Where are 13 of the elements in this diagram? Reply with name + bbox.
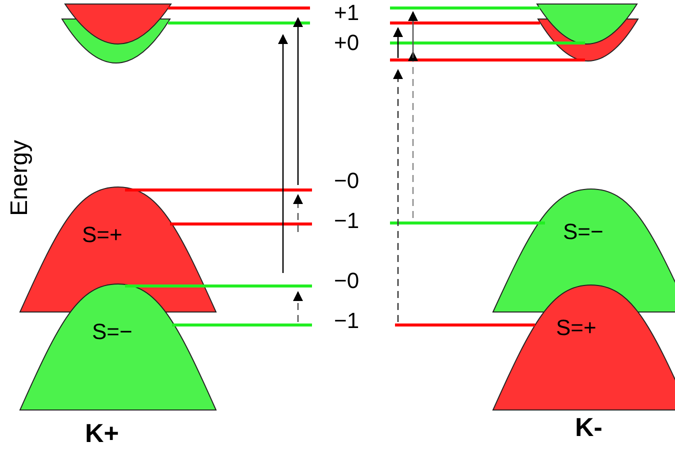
band-label: S=−	[563, 219, 604, 245]
level-label: +0	[334, 30, 360, 56]
axis-label: Energy	[6, 140, 34, 216]
band-label: S=+	[556, 315, 596, 341]
valley-label: K-	[575, 412, 602, 443]
level-label: −1	[334, 208, 360, 234]
level-label: −1	[334, 308, 360, 334]
band-label: S=−	[92, 319, 132, 345]
level-label: −0	[334, 168, 360, 194]
level-label: +1	[334, 0, 360, 26]
band-label: S=+	[82, 222, 122, 248]
valley-label: K+	[85, 418, 119, 449]
level-label: −0	[334, 268, 360, 294]
